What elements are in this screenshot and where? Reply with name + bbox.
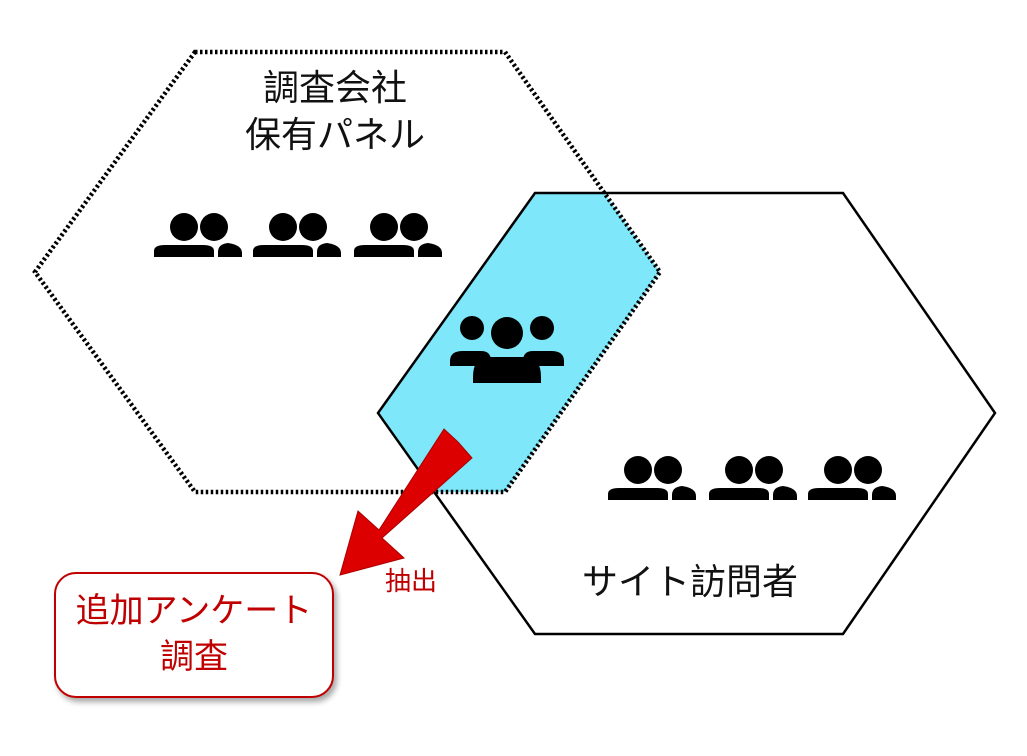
two-person-icon [354, 213, 442, 257]
two-person-icon [709, 456, 797, 500]
visitor-label: サイト訪問者 [581, 562, 798, 603]
two-person-icon [808, 456, 896, 500]
panel-hexagon [32, 49, 663, 495]
visitor-hexagon [376, 191, 997, 636]
panel-label-line1: 調査会社 [262, 68, 407, 109]
two-person-icon [253, 213, 341, 257]
survey-label-line2: 調査 [160, 637, 228, 677]
panel-label-line2: 保有パネル [244, 114, 425, 156]
extract-label: 抽出 [385, 567, 438, 597]
additional-survey-box: 追加アンケート 調査 [54, 572, 334, 698]
visitor-people-group [608, 456, 896, 500]
two-person-icon [154, 213, 242, 257]
two-person-icon [608, 456, 696, 500]
panel-label: 調査会社 保有パネル [215, 66, 455, 160]
panel-people-group [154, 213, 442, 257]
extract-arrow-icon [339, 428, 473, 576]
survey-label-line1: 追加アンケート [75, 591, 313, 632]
